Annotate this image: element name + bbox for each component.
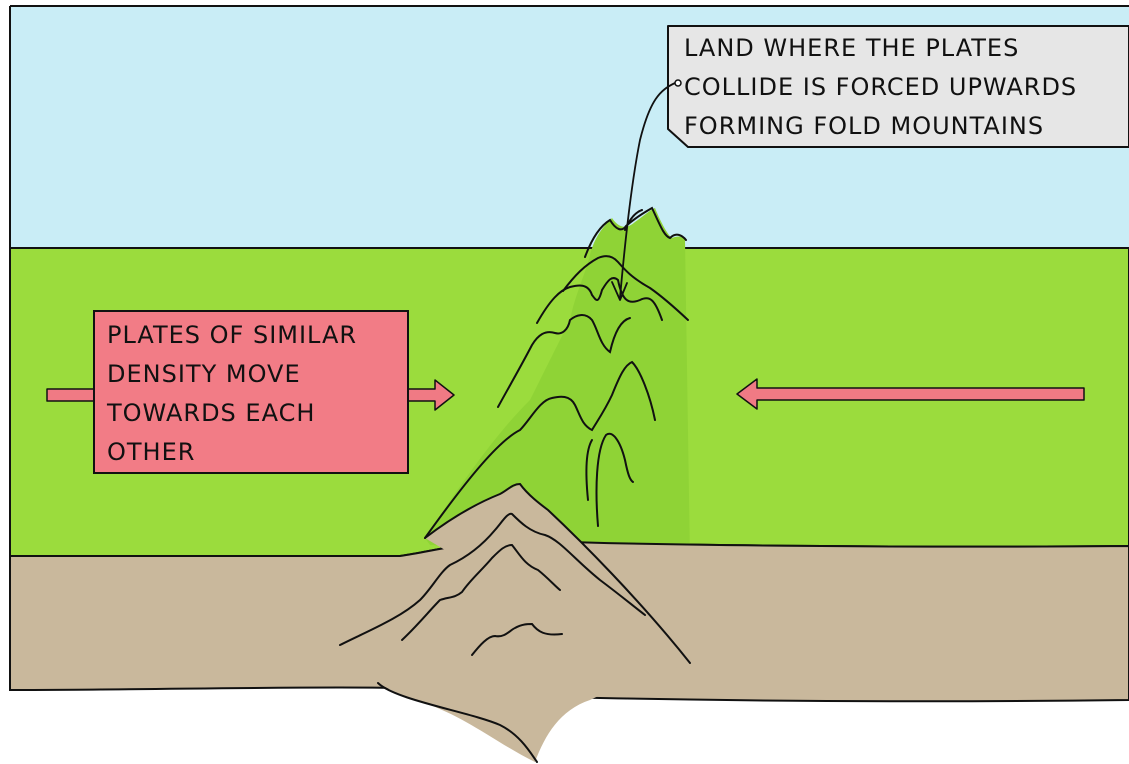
plates-move-label-line-1: PLATES OF SIMILAR bbox=[107, 321, 358, 349]
mountain-ridges bbox=[424, 206, 689, 539]
rock-mountain bbox=[378, 484, 690, 762]
plates-move-label: PLATES OF SIMILAR DENSITY MOVE TOWARDS E… bbox=[107, 316, 357, 472]
plates-move-label-line-2: DENSITY MOVE bbox=[107, 360, 301, 388]
collision-label-line-2: COLLIDE IS FORCED UPWARDS bbox=[684, 73, 1078, 101]
plates-move-label-line-3: TOWARDS EACH bbox=[107, 399, 316, 427]
leader-arrowhead bbox=[611, 281, 628, 301]
collision-callout-box bbox=[667, 25, 1129, 148]
leader-line bbox=[619, 82, 676, 299]
right-plate-arrow bbox=[736, 378, 1085, 410]
collision-label-line-3: FORMING FOLD MOUNTAINS bbox=[684, 112, 1045, 140]
rock-fold-lines bbox=[339, 482, 691, 763]
collision-label: LAND WHERE THE PLATES COLLIDE IS FORCED … bbox=[684, 29, 1077, 146]
collision-label-line-1: LAND WHERE THE PLATES bbox=[684, 34, 1020, 62]
plates-label-box bbox=[93, 310, 409, 474]
leader-dot bbox=[674, 79, 682, 87]
plates-move-label-line-4: OTHER bbox=[107, 438, 196, 466]
